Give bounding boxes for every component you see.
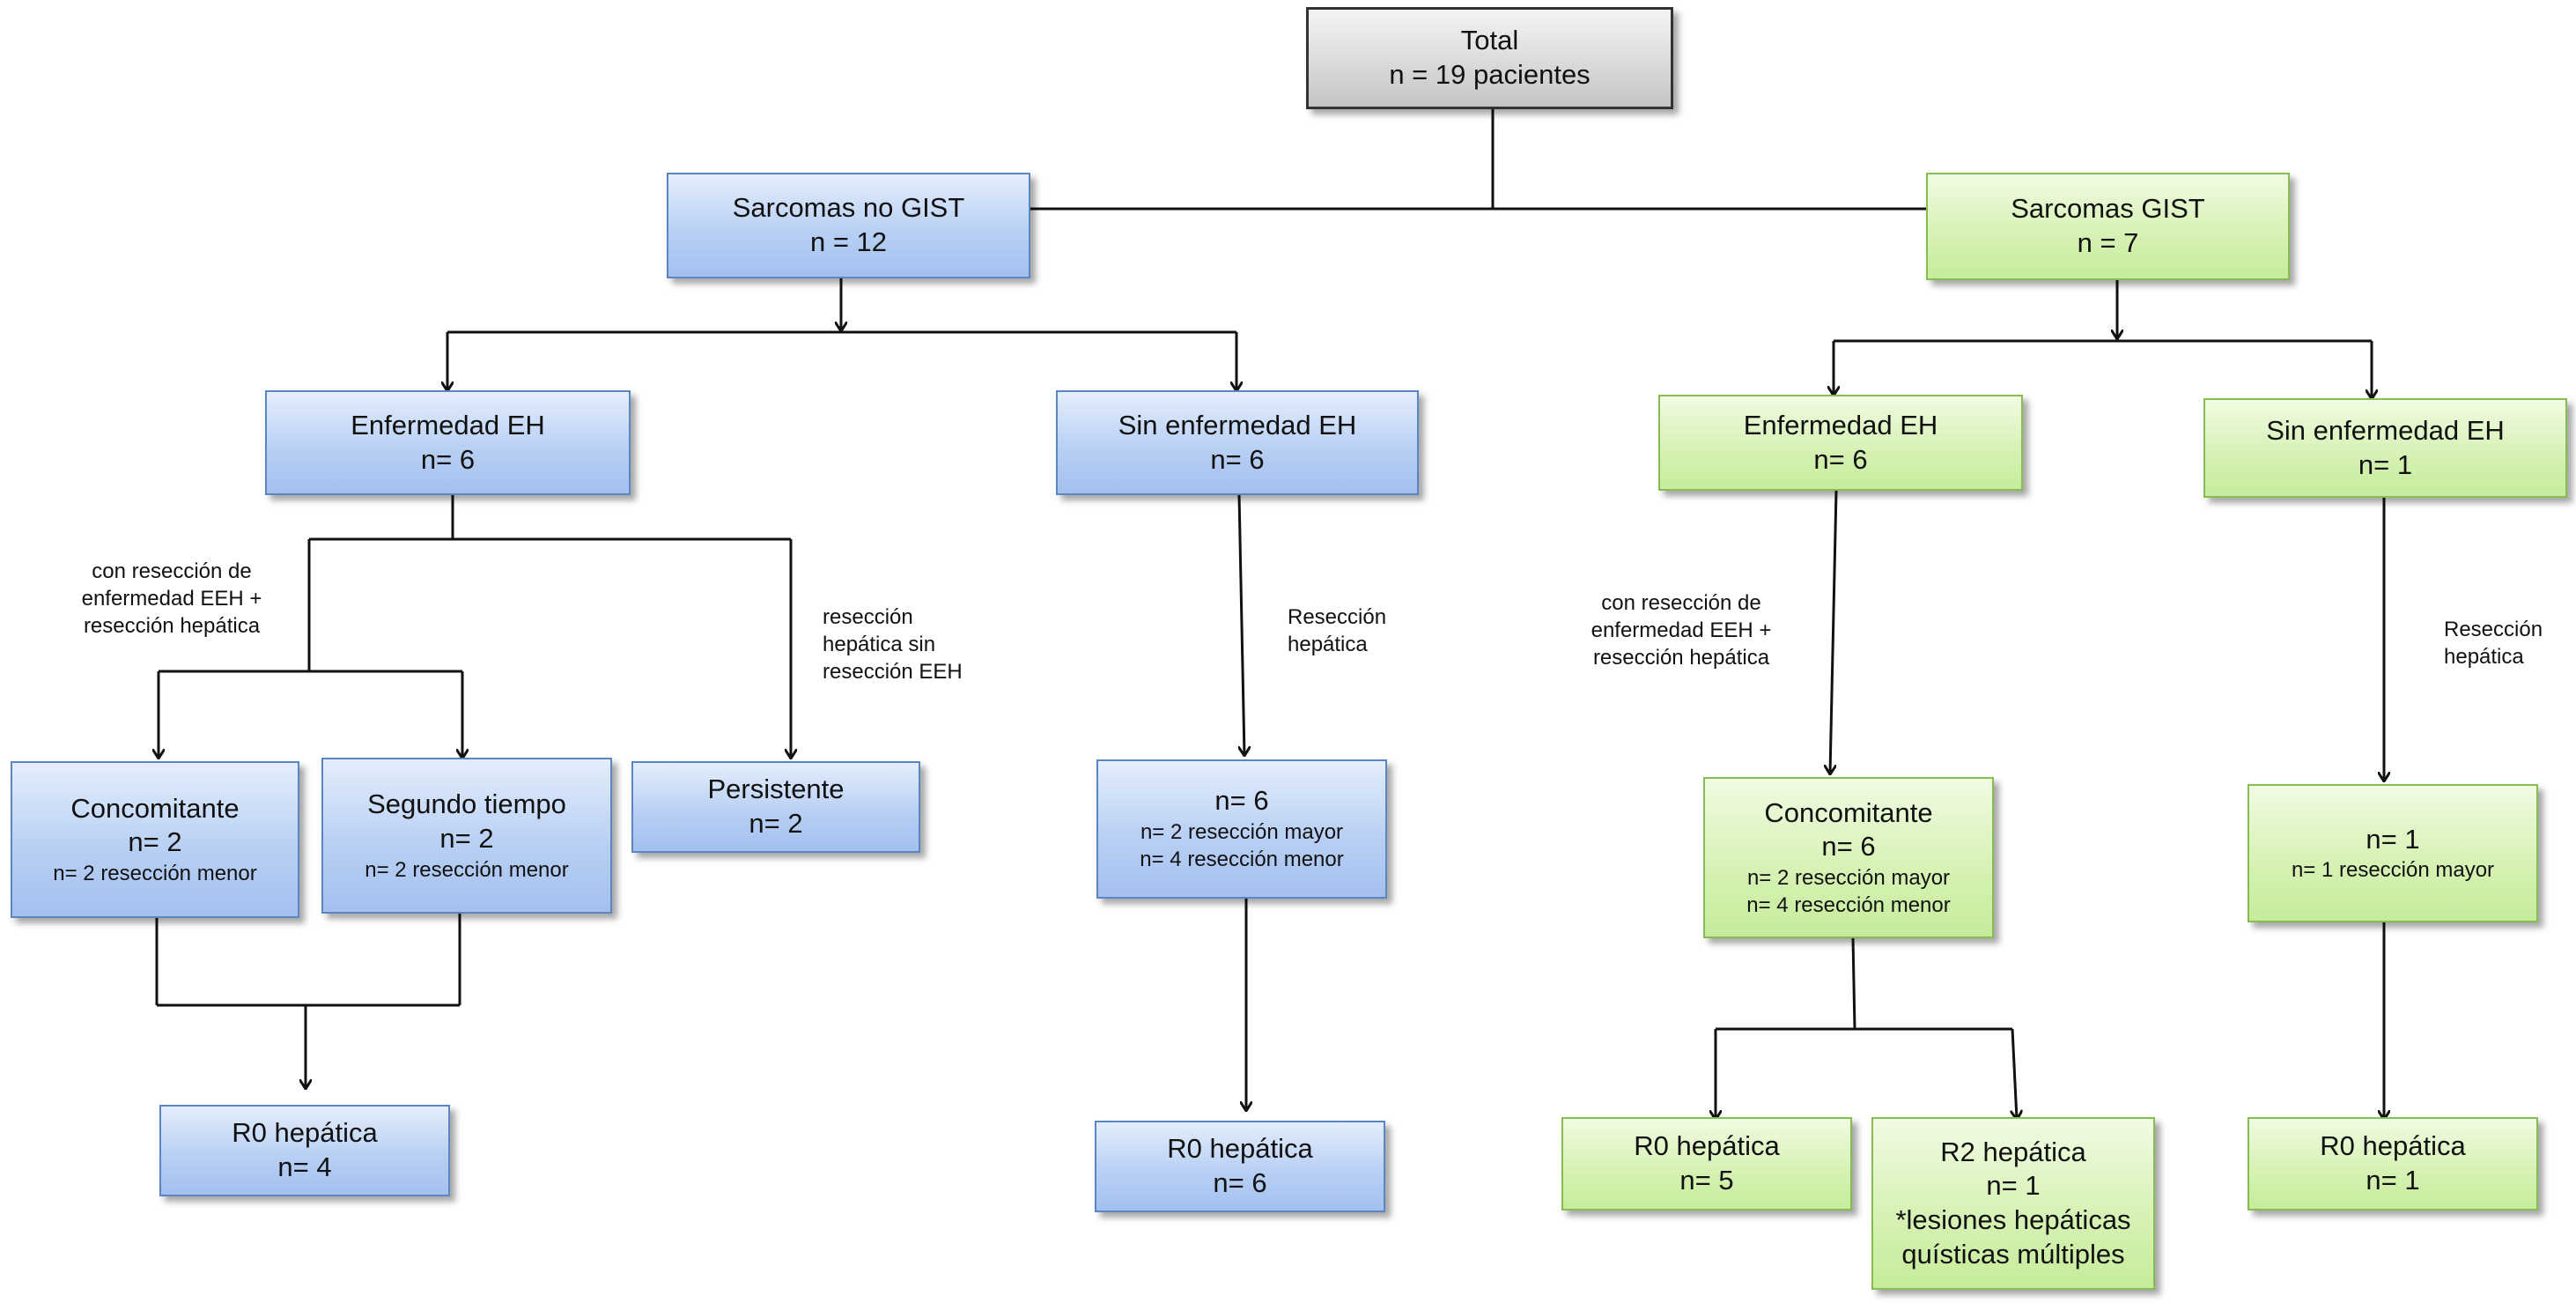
gist-r2-count: n= 1 xyxy=(1986,1170,2041,1202)
no-gist-concomitante-count: n= 2 xyxy=(128,826,182,858)
gist-r0-right-title: R0 hepática xyxy=(2320,1130,2466,1162)
gist-enfermedad-title: Enfermedad EH xyxy=(1743,409,1938,441)
gist-sin-enfermedad-box: Sin enfermedad EH n= 1 xyxy=(2203,398,2567,498)
no-gist-sin-enfermedad-count: n= 6 xyxy=(1210,443,1265,475)
gist-concomitante-detail-1: n= 2 resección mayor xyxy=(1746,866,1951,891)
persistente-box: Persistente n= 2 xyxy=(631,761,920,853)
gist-r2-box: R2 hepática n= 1 *lesiones hepáticas quí… xyxy=(1871,1117,2155,1290)
no-gist-sin-enfermedad-title: Sin enfermedad EH xyxy=(1118,409,1357,441)
no-gist-sin-result-count: n= 6 xyxy=(1214,785,1269,817)
segundo-tiempo-count: n= 2 xyxy=(439,822,494,854)
no-gist-sin-note: Resección hepática xyxy=(1288,605,1387,657)
gist-count: n = 7 xyxy=(2077,227,2139,258)
gist-r0-box-left: R0 hepática n= 5 xyxy=(1561,1117,1852,1210)
gist-sin-enfermedad-title: Sin enfermedad EH xyxy=(2266,414,2505,446)
gist-concomitante-count: n= 6 xyxy=(1821,831,1876,862)
no-gist-sin-result-box: n= 6 n= 2 resección mayor n= 4 resección… xyxy=(1096,759,1387,899)
no-gist-concomitante-detail: n= 2 resección menor xyxy=(53,862,257,886)
gist-sin-result-count: n= 1 xyxy=(2366,823,2420,855)
gist-sin-enfermedad-count: n= 1 xyxy=(2358,448,2413,480)
gist-enfermedad-box: Enfermedad EH n= 6 xyxy=(1658,395,2023,491)
gist-sin-note: Resección hepática xyxy=(2444,618,2543,670)
no-gist-enfermedad-title: Enfermedad EH xyxy=(351,409,545,441)
no-gist-enfermedad-count: n= 6 xyxy=(420,443,476,475)
gist-r2-note-2: quísticas múltiples xyxy=(1901,1238,2125,1270)
no-gist-r0-sin-title: R0 hepática xyxy=(1167,1133,1313,1165)
sarcomas-no-gist-box: Sarcomas no GIST n = 12 xyxy=(667,173,1030,278)
gist-r2-note-1: *lesiones hepáticas xyxy=(1895,1204,2131,1235)
no-gist-r0-left-count: n= 4 xyxy=(277,1151,332,1182)
no-gist-r0-sin-count: n= 6 xyxy=(1213,1167,1267,1198)
gist-r0-left-title: R0 hepática xyxy=(1634,1130,1780,1162)
no-gist-concomitante-note: con resección de enfermedad EEH + resecc… xyxy=(81,559,262,639)
no-gist-sin-result-detail-2: n= 4 resección menor xyxy=(1140,848,1344,872)
persistente-title: Persistente xyxy=(707,774,845,805)
gist-sin-result-box: n= 1 n= 1 resección mayor xyxy=(2248,784,2538,922)
gist-r2-title: R2 hepática xyxy=(1940,1136,2086,1167)
gist-r0-box-right: R0 hepática n= 1 xyxy=(2248,1117,2538,1210)
segundo-tiempo-title: Segundo tiempo xyxy=(367,788,566,820)
total-count: n = 19 pacientes xyxy=(1389,59,1591,90)
segundo-tiempo-box: Segundo tiempo n= 2 n= 2 resección menor xyxy=(321,758,612,914)
no-gist-persistente-note: resección hepática sin resección EEH xyxy=(823,605,963,685)
no-gist-enfermedad-box: Enfermedad EH n= 6 xyxy=(265,390,631,495)
no-gist-sin-enfermedad-box: Sin enfermedad EH n= 6 xyxy=(1056,390,1419,495)
no-gist-r0-left-title: R0 hepática xyxy=(232,1117,378,1149)
gist-r0-right-count: n= 1 xyxy=(2366,1165,2420,1196)
gist-concomitante-title: Concomitante xyxy=(1764,796,1933,828)
total-label: Total xyxy=(1460,25,1519,56)
gist-concomitante-detail-2: n= 4 resección menor xyxy=(1746,893,1951,918)
gist-enfermedad-count: n= 6 xyxy=(1813,443,1868,475)
no-gist-concomitante-title: Concomitante xyxy=(70,792,240,824)
total-box: Total n = 19 pacientes xyxy=(1306,7,1673,109)
no-gist-title: Sarcomas no GIST xyxy=(732,192,965,224)
no-gist-r0-box-sin: R0 hepática n= 6 xyxy=(1095,1121,1385,1212)
gist-sin-result-detail: n= 1 resección mayor xyxy=(2291,858,2495,883)
segundo-tiempo-detail: n= 2 resección menor xyxy=(365,857,569,882)
gist-concomitante-note: con resección de enfermedad EEH + resecc… xyxy=(1591,591,1772,670)
gist-concomitante-box: Concomitante n= 6 n= 2 resección mayor n… xyxy=(1703,777,1994,938)
no-gist-concomitante-box: Concomitante n= 2 n= 2 resección menor xyxy=(11,761,299,918)
no-gist-r0-box-left: R0 hepática n= 4 xyxy=(159,1105,450,1196)
persistente-count: n= 2 xyxy=(749,808,803,839)
gist-r0-left-count: n= 5 xyxy=(1679,1165,1734,1196)
no-gist-sin-result-detail-1: n= 2 resección mayor xyxy=(1140,820,1344,845)
sarcomas-gist-box: Sarcomas GIST n = 7 xyxy=(1926,173,2290,280)
gist-title: Sarcomas GIST xyxy=(2011,193,2205,225)
no-gist-count: n = 12 xyxy=(809,226,888,257)
